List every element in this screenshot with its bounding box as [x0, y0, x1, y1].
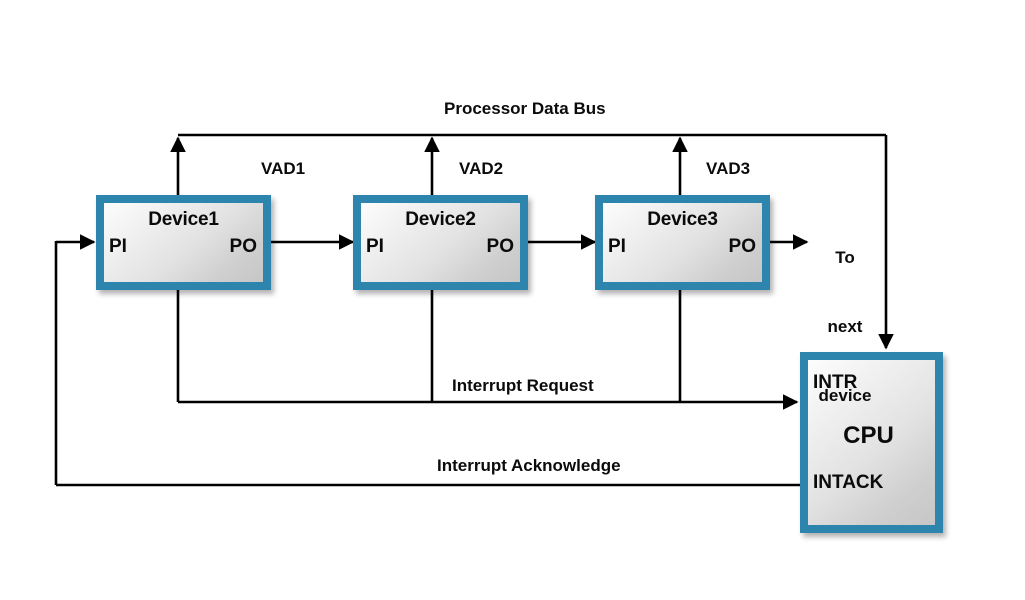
to-next-device-line-1: To	[835, 247, 855, 267]
cpu-intack-label: INTACK	[813, 472, 884, 493]
device-2-title: Device2	[405, 209, 476, 230]
device-3-pi-label: PI	[608, 236, 626, 257]
vad2-label: VAD2	[459, 159, 504, 178]
device-box-3[interactable]: Device3 PI PO	[595, 195, 770, 290]
interrupt-acknowledge-label: Interrupt Acknowledge	[437, 456, 621, 475]
cpu-name-label: CPU	[843, 422, 894, 449]
device-box-2-inner: Device2 PI PO	[361, 203, 520, 282]
device-box-1[interactable]: Device1 PI PO	[96, 195, 271, 290]
to-next-device-label: To next device	[806, 201, 884, 453]
processor-data-bus-label: Processor Data Bus	[444, 99, 606, 118]
vad1-label: VAD1	[261, 159, 306, 178]
vad3-label: VAD3	[706, 159, 751, 178]
device-box-2[interactable]: Device2 PI PO	[353, 195, 528, 290]
device-3-po-label: PO	[728, 236, 756, 257]
cpu-intr-label: INTR	[813, 372, 858, 393]
cpu-box-inner: INTR CPU INTACK	[808, 360, 935, 525]
device-1-po-label: PO	[229, 236, 257, 257]
cpu-box[interactable]: INTR CPU INTACK	[800, 352, 943, 533]
device-box-3-inner: Device3 PI PO	[603, 203, 762, 282]
device-box-1-inner: Device1 PI PO	[104, 203, 263, 282]
interrupt-request-label: Interrupt Request	[452, 376, 594, 395]
device-3-title: Device3	[647, 209, 718, 230]
device-1-pi-label: PI	[109, 236, 127, 257]
device-2-pi-label: PI	[366, 236, 384, 257]
device-1-title: Device1	[148, 209, 219, 230]
to-next-device-line-2: next	[827, 316, 863, 336]
device-2-po-label: PO	[486, 236, 514, 257]
to-next-device-line-3: device	[818, 385, 872, 405]
